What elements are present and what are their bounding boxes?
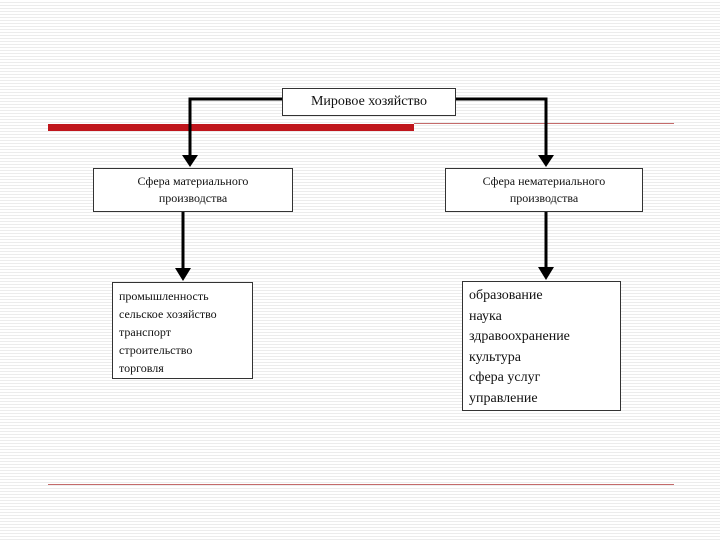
list-item: торговля — [119, 361, 164, 375]
material-production-label: Сфера материального производства — [137, 174, 249, 205]
top-divider-line — [414, 123, 674, 124]
red-accent-bar — [48, 124, 414, 131]
list-item: сельское хозяйство — [119, 307, 217, 321]
arrowhead-nonmaterial-list — [538, 267, 554, 280]
connector-root-to-nonmaterial — [456, 97, 548, 158]
list-item: образование — [469, 288, 543, 303]
nonmaterial-production-node: Сфера нематериального производства — [445, 168, 643, 212]
material-sectors-list: промышленность сельское хозяйство трансп… — [112, 282, 253, 379]
root-node: Мировое хозяйство — [282, 88, 456, 116]
nonmaterial-production-label: Сфера нематериального производства — [482, 174, 606, 205]
arrowhead-material — [182, 155, 198, 167]
arrowhead-nonmaterial — [538, 155, 554, 167]
list-item: строительство — [119, 343, 193, 357]
list-item: здравоохранение — [469, 329, 570, 344]
material-production-node: Сфера материального производства — [93, 168, 293, 212]
list-item: транспорт — [119, 325, 171, 339]
list-item: управление — [469, 390, 538, 406]
list-item: сфера услуг — [469, 370, 541, 385]
root-node-label: Мировое хозяйство — [310, 94, 428, 109]
list-item: культура — [469, 349, 521, 365]
list-item: наука — [469, 308, 502, 324]
nonmaterial-sectors-list: образование наука здравоохранение культу… — [462, 281, 621, 411]
arrowhead-material-list — [175, 268, 191, 281]
bottom-divider-line — [48, 484, 674, 485]
list-item: промышленность — [119, 289, 209, 303]
